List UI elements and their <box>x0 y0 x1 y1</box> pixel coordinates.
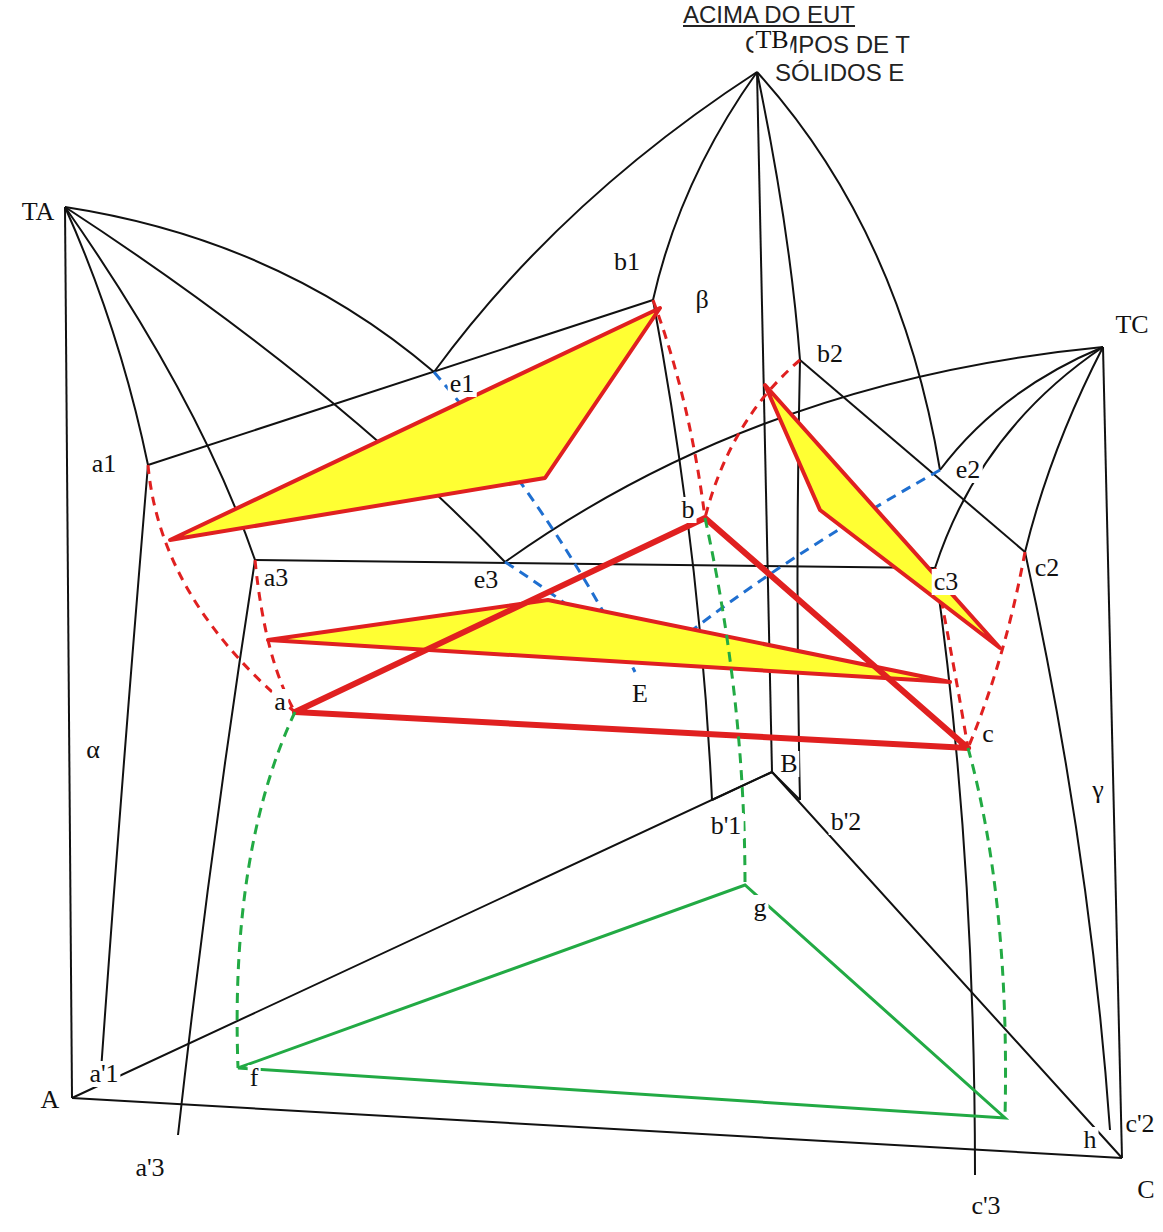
point-label: c3 <box>932 569 961 595</box>
point-label: a'3 <box>133 1155 166 1181</box>
point-label: b <box>680 497 697 523</box>
eutectic-triangle <box>295 518 968 748</box>
solvus-curve <box>178 560 255 1135</box>
point-label: e2 <box>954 457 983 483</box>
boundary-curve <box>705 360 800 518</box>
heading: ACIMA DO EUT <box>683 2 855 28</box>
solvus-curve <box>1025 552 1110 1130</box>
point-label: β <box>693 287 710 313</box>
point-label: c'2 <box>1123 1111 1156 1137</box>
solvus-curve <box>100 465 148 1085</box>
solvus-path <box>237 712 295 1068</box>
boundary-curve <box>653 300 705 518</box>
point-label: a <box>272 689 288 715</box>
solidus-curve <box>1025 347 1103 552</box>
boundary-curve <box>968 552 1025 748</box>
base-edge <box>72 1098 1122 1158</box>
prism-edge <box>1103 347 1122 1158</box>
point-label: TB <box>753 27 790 53</box>
point-label: a1 <box>90 451 119 477</box>
point-label: α <box>84 737 102 763</box>
point-label: b'2 <box>829 809 864 835</box>
tie-triangle <box>170 308 660 540</box>
point-label: a3 <box>262 565 291 591</box>
point-label: a'1 <box>87 1061 120 1087</box>
red-dashed-curves <box>148 300 1025 748</box>
point-label: C <box>1135 1177 1156 1203</box>
prism-lines <box>65 72 1122 1175</box>
solidus-curve <box>935 347 1103 568</box>
point-label: γ <box>1090 777 1106 803</box>
solvus-path <box>705 518 745 885</box>
point-label: c'3 <box>969 1193 1002 1219</box>
point-label: h <box>1082 1127 1099 1153</box>
prism-edge <box>65 207 72 1098</box>
point-label: e1 <box>448 371 477 397</box>
tie-triangle <box>765 385 1000 648</box>
base-triangle <box>238 885 1005 1118</box>
point-label: c <box>980 721 996 747</box>
solidus-curve <box>653 72 757 300</box>
heading-line: SÓLIDOS E <box>775 60 904 86</box>
solidus-curve <box>65 207 255 560</box>
tie-triangles <box>170 308 1000 682</box>
point-label: TC <box>1113 312 1150 338</box>
solvus-curve <box>653 300 712 800</box>
solvus-path <box>968 748 1006 1118</box>
point-label: TA <box>20 199 57 225</box>
point-label: b1 <box>612 249 642 275</box>
solidus-curve <box>65 207 148 465</box>
point-label: f <box>248 1065 261 1091</box>
liquidus-curve <box>434 72 757 372</box>
point-label: g <box>752 895 769 921</box>
point-label: c2 <box>1033 555 1062 581</box>
solidus-curve <box>757 72 800 360</box>
point-label: e3 <box>472 567 501 593</box>
point-label: B <box>778 751 799 777</box>
point-label: A <box>39 1087 62 1113</box>
base-edge <box>72 772 1122 1158</box>
point-label: b2 <box>815 341 845 367</box>
point-label: b'1 <box>709 813 744 839</box>
green-lines <box>237 518 1005 1118</box>
point-label: E <box>630 681 650 707</box>
